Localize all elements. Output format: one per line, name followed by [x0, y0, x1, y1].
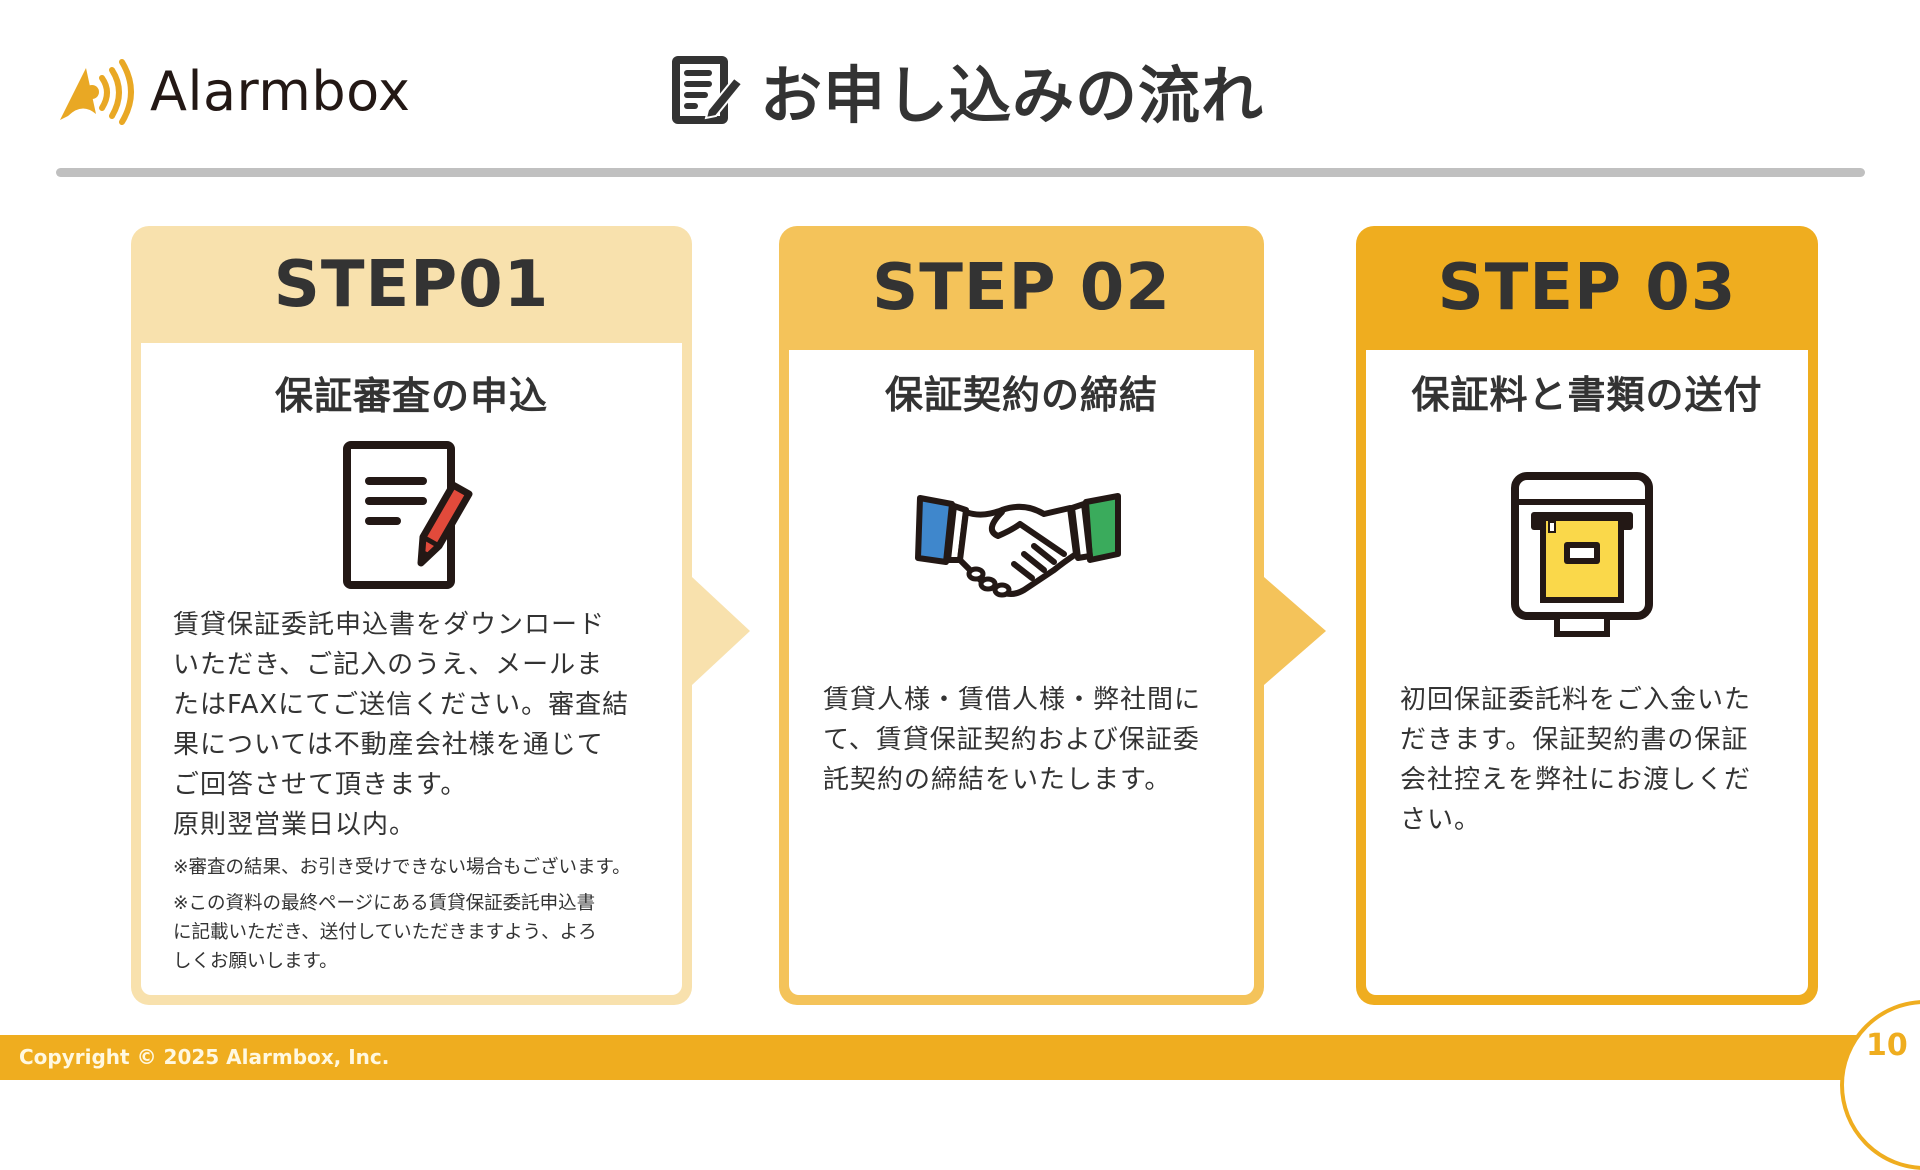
description-line: 賃貸人様・賃借人様・弊社間に: [823, 685, 1202, 715]
description-line: だきます。保証契約書の保証: [1400, 725, 1749, 755]
step-note-1: ※審査の結果、お引き受けできない場合もございます。: [173, 853, 631, 882]
description-line: 初回保証委託料をご入金いた: [1400, 685, 1752, 715]
description-line: 果については不動産会社様を通じて: [173, 730, 604, 760]
note-line: ※審査の結果、お引き受けできない場合もございます。: [173, 857, 631, 878]
description-line: 会社控えを弊社にお渡しくだ: [1400, 765, 1752, 795]
description-line: 原則翌営業日以内。: [173, 810, 417, 840]
handshake-icon: [915, 493, 1121, 598]
description-line: ご回答させて頂きます。: [173, 770, 468, 800]
step-body: 保証料と書類の送付 初回保証委託料をご入金いた だきます。保証契約書の保証 会社…: [1366, 350, 1808, 995]
step-arrow-2: [1264, 577, 1326, 685]
step-arrow-1: [692, 577, 750, 685]
header-divider: [56, 168, 1865, 177]
page-number-badge: [1840, 1000, 1920, 1170]
alarm-signal-icon: [60, 59, 134, 125]
note-line: ※この資料の最終ページにある賃貸保証委託申込書: [173, 893, 596, 914]
page-title-text: お申し込みの流れ: [760, 59, 1265, 132]
note-line: しくお願いします。: [173, 951, 338, 972]
step-description: 賃貸人様・賃借人様・弊社間に て、賃貸保証契約および保証委 託契約の締結をいたし…: [823, 680, 1201, 800]
step-title: 保証料と書類の送付: [1411, 373, 1763, 417]
step-card-3: STEP 03 保証料と書類の送付 初回保証委託料をご入金いた だきます。保証契…: [1356, 226, 1818, 1005]
step-label: STEP 03: [1437, 251, 1737, 325]
step-card-1: STEP01 保証審査の申込 賃貸保証委託申込書をダウンロード いただき、ご記入…: [131, 226, 692, 1005]
description-line: さい。: [1400, 805, 1482, 835]
page-title: お申し込みの流れ: [668, 50, 1264, 132]
note-line: に記載いただき、送付していただきますよう、よろ: [173, 922, 597, 943]
step-description: 賃貸保証委託申込書をダウンロード いただき、ご記入のうえ、メールま たはFAXに…: [173, 605, 629, 845]
description-line: 賃貸保証委託申込書をダウンロード: [173, 610, 606, 640]
description-line: いただき、ご記入のうえ、メールま: [173, 650, 604, 680]
description-line: たはFAXにてご送信ください。審査結: [173, 690, 630, 720]
step-body: 保証審査の申込 賃貸保証委託申込書をダウンロード いただき、ご記入のうえ、メール…: [141, 343, 682, 995]
mailbox-document-icon: [1511, 472, 1653, 637]
step-note-2: ※この資料の最終ページにある賃貸保証委託申込書 に記載いただき、送付していただき…: [173, 889, 597, 976]
description-line: 託契約の締結をいたします。: [823, 765, 1172, 795]
step-description: 初回保証委託料をご入金いた だきます。保証契約書の保証 会社控えを弊社にお渡しく…: [1400, 680, 1751, 840]
step-title: 保証審査の申込: [274, 374, 548, 418]
description-line: て、賃貸保証契約および保証委: [823, 725, 1200, 755]
logo-text: Alarmbox: [150, 59, 411, 123]
page-number: 10: [1866, 1028, 1908, 1063]
footer-bar: Copyright © 2025 Alarmbox, Inc.: [0, 1035, 1920, 1080]
document-edit-icon: [672, 56, 744, 124]
document-pencil-icon: [343, 441, 473, 589]
step-title: 保証契約の締結: [884, 373, 1158, 417]
step-card-2: STEP 02 保証契約の締結 賃貸人様・賃借人様・弊社間に て、賃貸保証契約お…: [779, 226, 1264, 1005]
copyright-text: Copyright © 2025 Alarmbox, Inc.: [19, 1045, 390, 1069]
step-label: STEP 02: [872, 251, 1171, 325]
step-label: STEP01: [273, 247, 550, 322]
company-logo: Alarmbox: [56, 56, 411, 126]
step-body: 保証契約の締結 賃貸人様・賃借人様・弊社間に て、賃貸保証契約および保証委 託契…: [789, 350, 1254, 995]
